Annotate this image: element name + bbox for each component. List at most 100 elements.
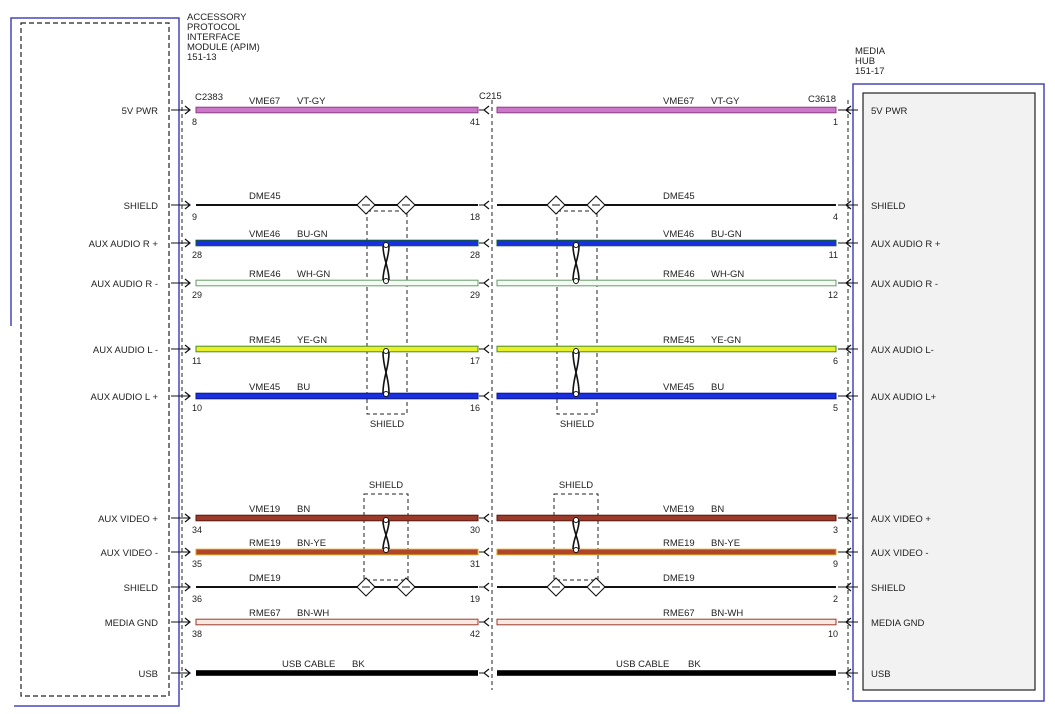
- left-wire-color-code: VT-GY: [297, 96, 326, 107]
- apim-module-body: [20, 22, 170, 697]
- usb-cable-segment: [497, 670, 836, 676]
- right-wire-color-code: YE-GN: [711, 335, 741, 346]
- right-wire-color-code: BU-GN: [711, 229, 742, 240]
- media-hub-outline: [852, 83, 1045, 702]
- circuit-row: [171, 238, 858, 248]
- pin-arrow-icon: [845, 617, 852, 627]
- right-circuit-code: DME19: [663, 573, 695, 584]
- pin-arrow-icon: [184, 513, 191, 523]
- circuit-row: [171, 547, 858, 557]
- wire-segment: [195, 392, 479, 400]
- left-pin-number: 34: [192, 525, 202, 535]
- media-hub-title: MEDIA HUB 151-17: [855, 46, 887, 77]
- pin-arrow-icon: [845, 105, 852, 115]
- apim-pin-label: AUX VIDEO +: [98, 514, 158, 525]
- pin-arrow-icon: [184, 238, 191, 248]
- mid-pin-number: 17: [470, 356, 480, 366]
- shield-boundary: [556, 210, 598, 415]
- apim-title-line: INTERFACE: [187, 32, 240, 43]
- left-circuit-code: RME45: [249, 335, 281, 346]
- circuit-row: [171, 278, 858, 288]
- mid-pin-number: 19: [470, 594, 480, 604]
- pin-arrow-icon: [845, 238, 852, 248]
- circuit-row: [171, 617, 858, 627]
- shield-label: SHIELD: [370, 419, 404, 430]
- usb-cable-segment: [196, 670, 478, 676]
- right-pin-number: 5: [833, 403, 838, 413]
- left-wire-color-code: BN-YE: [297, 538, 326, 549]
- circuit-row: [171, 668, 858, 678]
- right-circuit-code: VME67: [663, 96, 694, 107]
- left-wire-color-code: YE-GN: [297, 335, 327, 346]
- apim-pin-label: 5V PWR: [122, 106, 159, 117]
- media-hub-pin-label: SHIELD: [871, 201, 905, 212]
- right-circuit-code: RME67: [663, 608, 695, 619]
- apim-title-line: 151-13: [187, 52, 217, 63]
- twist-node: [383, 391, 389, 397]
- connector-middle-label: C215: [479, 91, 502, 102]
- circuit-row: [171, 513, 858, 523]
- twisted-pair-icon: [572, 517, 580, 553]
- twist-strand: [572, 351, 580, 394]
- right-pin-number: 2: [833, 594, 838, 604]
- left-wire-color-code: BN-WH: [297, 608, 329, 619]
- wire-segment: [195, 618, 479, 626]
- right-wire-color-code: BU: [711, 382, 724, 393]
- twist-strand: [382, 245, 390, 281]
- media-hub-pin-label: SHIELD: [871, 583, 905, 594]
- media-hub-body: [862, 92, 1036, 691]
- twist-node: [573, 391, 579, 397]
- apim-title-line: ACCESSORY: [187, 12, 247, 23]
- media-hub-pin-label: AUX VIDEO -: [871, 548, 929, 559]
- wire-segment: [496, 345, 837, 353]
- wire-segment: [496, 279, 837, 287]
- pin-arrow-icon: [184, 391, 191, 401]
- left-pin-number: 38: [192, 629, 202, 639]
- media-hub-pin-label: AUX AUDIO R +: [871, 239, 941, 250]
- media-hub-pin-label: AUX AUDIO L-: [871, 345, 934, 356]
- right-wire-color-code: BN-WH: [711, 608, 743, 619]
- twisted-pair-icon: [382, 348, 390, 397]
- left-pin-number: 9: [192, 212, 197, 222]
- left-wire-color-code: BU: [297, 382, 310, 393]
- wire-layer: [171, 105, 858, 678]
- left-circuit-code: RME67: [249, 608, 281, 619]
- wire-segment: [496, 548, 837, 556]
- apim-module-outline: [10, 17, 180, 707]
- twist-node: [573, 242, 579, 248]
- pin-arrow-icon: [184, 617, 191, 627]
- pin-arrow-icon: [184, 547, 191, 557]
- right-wire-color-code: BN: [711, 504, 724, 515]
- pin-arrow-icon: [184, 278, 191, 288]
- wire-segment: [195, 279, 479, 287]
- twist-node: [383, 517, 389, 523]
- twist-node: [383, 278, 389, 284]
- right-pin-number: 3: [833, 525, 838, 535]
- circuit-row: [171, 105, 858, 115]
- twist-node: [383, 348, 389, 354]
- left-wire-color-code: BK: [352, 659, 365, 670]
- media-hub-pin-label: MEDIA GND: [871, 618, 924, 629]
- pin-arrow-icon: [184, 105, 191, 115]
- left-circuit-code: DME19: [249, 573, 281, 584]
- pin-arrow-icon: [845, 391, 852, 401]
- media-hub-pin-label: AUX AUDIO R -: [871, 279, 938, 290]
- shield-boundary: [553, 493, 599, 581]
- twist-node: [573, 517, 579, 523]
- wire-segment: [496, 618, 837, 626]
- right-pin-number: 10: [828, 629, 838, 639]
- right-pin-number: 12: [828, 290, 838, 300]
- twisted-pair-icon: [382, 242, 390, 284]
- right-pin-number: 9: [833, 559, 838, 569]
- mid-pin-number: 16: [470, 403, 480, 413]
- right-circuit-code: RME19: [663, 538, 695, 549]
- pin-arrow-icon: [184, 668, 191, 678]
- right-pin-number: 11: [829, 250, 838, 260]
- left-pin-number: 29: [192, 290, 202, 300]
- pin-arrow-icon: [845, 582, 852, 592]
- apim-pin-label: AUX AUDIO R -: [91, 279, 158, 290]
- left-pin-number: 8: [192, 117, 197, 127]
- left-pin-number: 36: [192, 594, 202, 604]
